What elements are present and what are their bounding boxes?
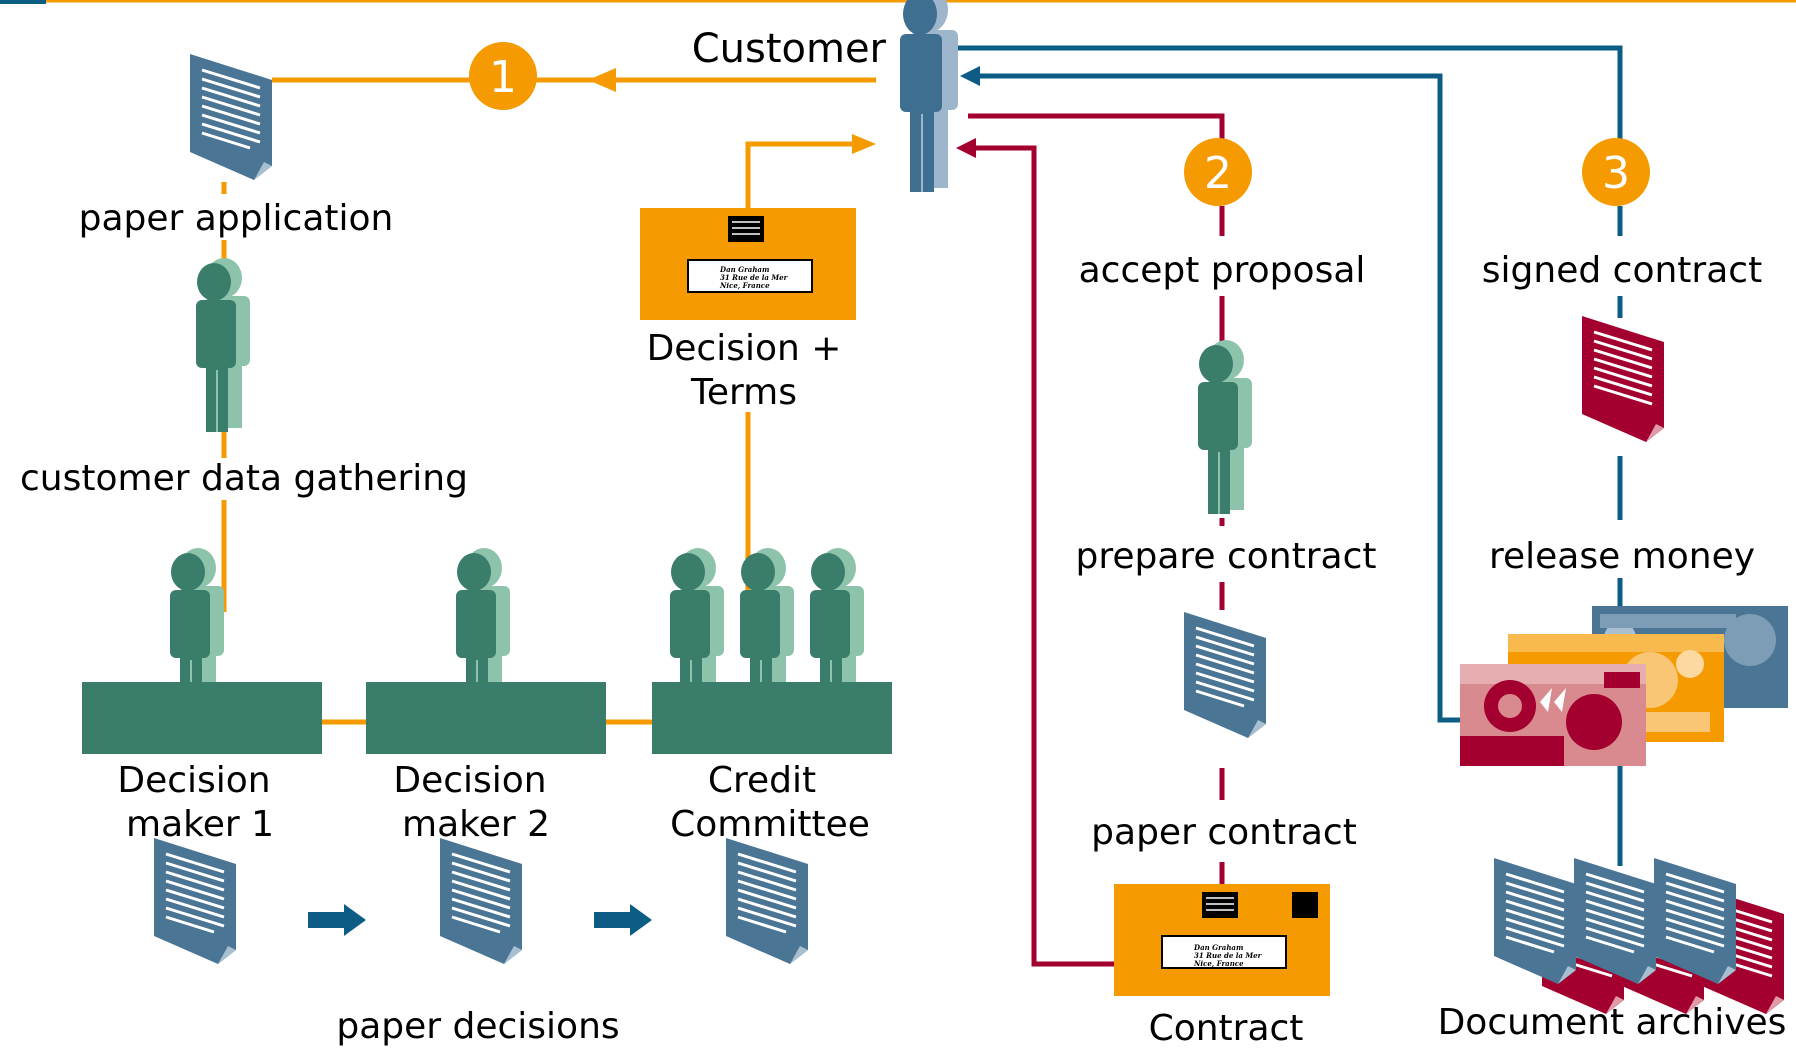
- accept-proposal-label: accept proposal: [1079, 250, 1366, 291]
- flow-step-3: [952, 45, 1623, 866]
- credit-committee-label-line2: Committee: [670, 804, 870, 845]
- top-border-accent: [0, 0, 46, 4]
- flow-line-money-return: [968, 73, 1460, 723]
- step-number-1: 1: [489, 52, 517, 103]
- paper-decision-1-document-icon: [152, 836, 238, 966]
- contract-preparer-person-icon: [1197, 339, 1253, 515]
- decision-terms-label-line1: Decision +: [647, 328, 842, 369]
- decision-maker-1-label-line2: maker 1: [126, 804, 274, 845]
- signed-contract-document-icon: [1580, 314, 1666, 444]
- arrow-left-icon: [956, 138, 976, 158]
- decision-maker-1-desk-icon: [82, 682, 322, 754]
- paper-contract-label: paper contract: [1091, 812, 1357, 853]
- customer-data-gathering-label: customer data gathering: [20, 458, 468, 499]
- banknote-icon: [1460, 664, 1646, 766]
- paper-application-label: paper application: [79, 198, 394, 239]
- document-archives-label: Document archives: [1438, 1002, 1787, 1043]
- paper-decision-2-document-icon: [438, 836, 524, 966]
- release-money-label: release money: [1489, 536, 1755, 577]
- credit-committee-label-line1: Credit: [708, 760, 816, 801]
- data-gatherer-person-icon: [195, 257, 251, 433]
- arrow-right-icon: [852, 134, 876, 154]
- step-number-3: 3: [1602, 148, 1630, 199]
- stamp-icon: [1292, 892, 1318, 918]
- flow-line-contract-return: [972, 145, 1114, 967]
- contract-envelope-address-line3: Nice, France: [1193, 959, 1244, 968]
- envelope-address-line2: 31 Rue de la Mer: [720, 273, 789, 282]
- envelope-address-line1: Dan Graham: [719, 265, 769, 274]
- flow-line-to-customer: [745, 141, 860, 208]
- arrow-left-icon: [960, 66, 980, 86]
- envelope-address-line3: Nice, France: [719, 281, 770, 290]
- contract-envelope-address-line2: 31 Rue de la Mer: [1194, 951, 1263, 960]
- step-badge-3: [1582, 138, 1650, 206]
- customer-label: Customer: [692, 26, 887, 72]
- decision-maker-1-label-line1: Decision: [117, 760, 270, 801]
- prepare-contract-label: prepare contract: [1075, 536, 1376, 577]
- flow-step-2: [968, 113, 1225, 967]
- customer-person-icon: [899, 0, 959, 193]
- decision-terms-envelope-icon: [639, 207, 857, 321]
- decision-maker-2-desk-icon: [366, 682, 606, 754]
- decision-maker-2-label-line1: Decision: [393, 760, 546, 801]
- contract-envelope-address-line1: Dan Graham: [1193, 943, 1243, 952]
- contract-label: Contract: [1149, 1008, 1304, 1049]
- flow-line-signed: [952, 45, 1623, 142]
- decision-terms-label-line2: Terms: [690, 372, 797, 413]
- credit-committee-desk-icon: [652, 682, 892, 754]
- paper-decisions-label: paper decisions: [336, 1006, 619, 1047]
- paper-decision-3-document-icon: [724, 836, 810, 966]
- signed-contract-label: signed contract: [1482, 250, 1762, 291]
- archive-blue-document-icon: [1492, 856, 1578, 986]
- arrow-right-icon: [594, 904, 652, 936]
- paper-application-document-icon: [188, 52, 274, 182]
- flow-line-accept: [968, 113, 1225, 142]
- step-badge-2: [1184, 138, 1252, 206]
- paper-contract-document-icon: [1182, 610, 1268, 740]
- decision-maker-2-label-line2: maker 2: [402, 804, 550, 845]
- arrow-right-icon: [308, 904, 366, 936]
- step-number-2: 2: [1204, 148, 1232, 199]
- arrow-left-icon: [588, 68, 616, 92]
- step-badge-1: [469, 42, 537, 110]
